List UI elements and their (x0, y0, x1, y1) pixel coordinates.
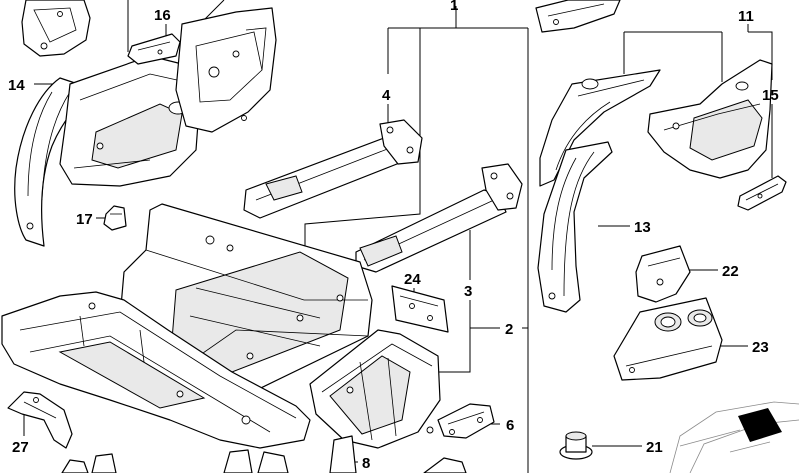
callout-21: 21 (646, 439, 663, 456)
callout-6: 6 (506, 417, 514, 434)
part-3-cross-member (355, 163, 523, 273)
leader-top-b (203, 0, 225, 21)
callout-13: 13 (634, 219, 651, 236)
callout-15: 15 (762, 87, 779, 104)
part-top-right-bracket (535, 0, 621, 33)
part-8-brackets (223, 435, 467, 473)
callout-17: 17 (76, 211, 93, 228)
leader-3 (428, 230, 471, 373)
part-24-plate (391, 285, 449, 333)
leader-1 (304, 6, 529, 473)
part-right-wheel-arch-upper (539, 69, 661, 187)
callout-labels: 1 2 4 6 8 11 13 14 15 16 17 21 22 23 24 … (8, 0, 779, 472)
part-upper-inner-panel (175, 7, 277, 133)
callout-24: 24 (404, 271, 421, 288)
part-17-clip (103, 205, 127, 231)
part-bottom-left-brackets (61, 453, 117, 473)
part-6-bracket (437, 403, 495, 439)
part-main-floor-pan (1, 291, 311, 449)
part-21-grommet (559, 431, 593, 460)
leader-lines (23, 0, 773, 473)
callout-2: 2 (505, 321, 513, 338)
callout-23: 23 (752, 339, 769, 356)
part-top-left-bracket (21, 0, 91, 57)
part-4-cross-member (243, 119, 423, 219)
part-15-bracket (737, 175, 787, 211)
callout-3: 3 (464, 283, 472, 300)
part-16-bracket (127, 33, 181, 65)
part-22-bracket (635, 245, 691, 303)
part-23-mount (613, 297, 723, 381)
car-locator-icon (669, 401, 799, 473)
part-13-wheel-arch-panel (537, 141, 613, 313)
callout-22: 22 (722, 263, 739, 280)
callout-16: 16 (154, 7, 171, 24)
callout-27: 27 (12, 439, 29, 456)
callout-8: 8 (362, 455, 370, 472)
part-2-floor-section (309, 329, 441, 449)
callout-4: 4 (382, 87, 391, 104)
callout-1: 1 (450, 0, 458, 14)
part-11-inner-panel (647, 59, 773, 179)
part-27-bracket (7, 391, 73, 449)
callout-14: 14 (8, 77, 25, 94)
part-rear-inner-quarter (59, 55, 201, 187)
callout-11: 11 (738, 8, 754, 25)
leader-11 (623, 24, 773, 82)
